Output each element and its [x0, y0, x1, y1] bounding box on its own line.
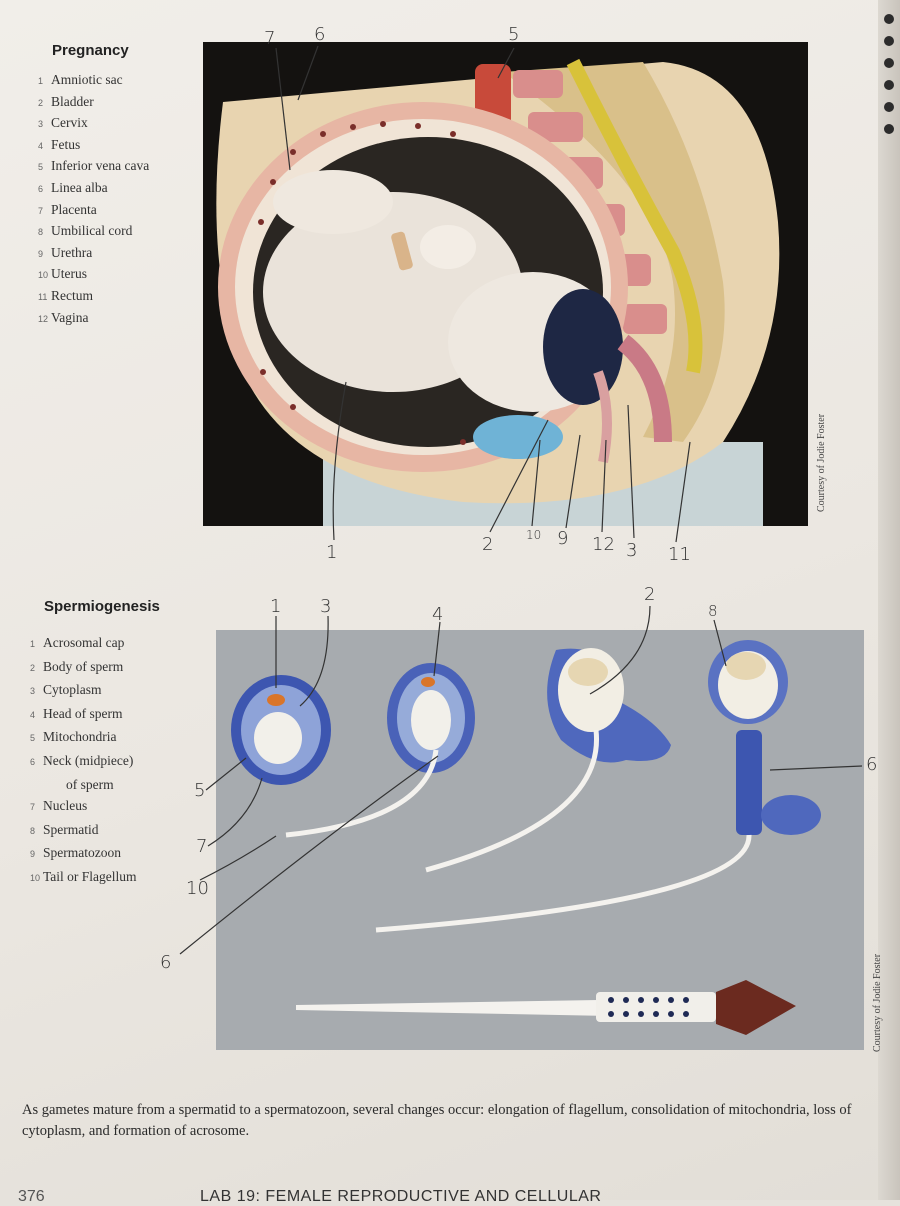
handwritten-label: 7: [264, 28, 276, 49]
page-number: 376: [18, 1188, 45, 1205]
handwritten-label: 2: [644, 584, 656, 605]
handwritten-label: 10: [526, 528, 542, 542]
handwritten-label: 4: [432, 604, 444, 625]
handwritten-label: 10: [186, 878, 209, 899]
spermiogenesis-model-photo: [216, 630, 864, 1050]
handwritten-label: 3: [320, 596, 332, 617]
handwritten-label: 12: [592, 534, 615, 555]
spiral-binding: [878, 0, 900, 1200]
running-footer: LAB 19: FEMALE REPRODUCTIVE AND CELLULAR: [200, 1188, 602, 1205]
handwritten-label: 7: [196, 836, 208, 857]
handwritten-label: 11: [668, 544, 691, 565]
handwritten-label: 1: [326, 542, 338, 563]
handwritten-label: 2: [482, 534, 494, 555]
handwritten-label: 8: [708, 602, 718, 620]
handwritten-label: 9: [557, 528, 569, 549]
handwritten-label: 1: [270, 596, 282, 617]
handwritten-label: 5: [508, 24, 520, 45]
handwritten-label: 6: [314, 24, 326, 45]
handwritten-label: 3: [626, 540, 638, 561]
sperm-models-illustration: [216, 630, 864, 1050]
pelvis-model-illustration: [203, 42, 808, 526]
figure-caption: As gametes mature from a spermatid to a …: [22, 1102, 852, 1139]
pregnancy-model-photo: [203, 42, 808, 526]
handwritten-label: 6: [866, 754, 878, 775]
spermiogenesis-title: Spermiogenesis: [44, 598, 160, 615]
handwritten-label: 5: [194, 780, 206, 801]
key-item-continued: of sperm: [66, 776, 114, 792]
pregnancy-title: Pregnancy: [52, 42, 129, 59]
handwritten-label: 6: [160, 952, 172, 973]
